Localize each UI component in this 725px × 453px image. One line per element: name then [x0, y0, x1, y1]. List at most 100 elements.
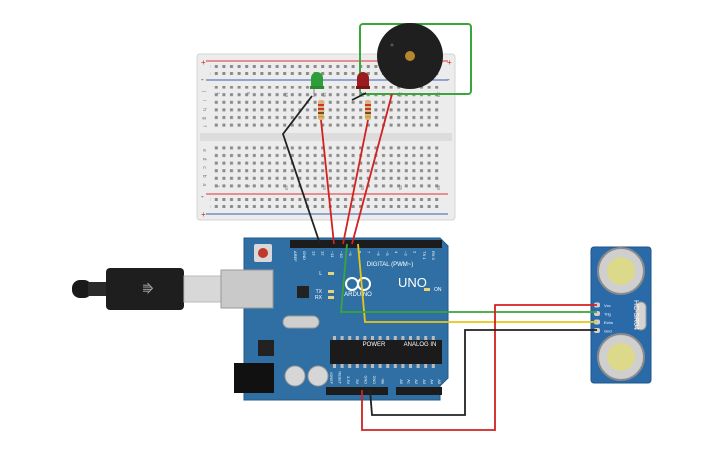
digital-header	[290, 240, 442, 248]
usb-symbol-icon: ⭆	[143, 282, 154, 296]
wire-gnd-sensor	[369, 329, 597, 416]
led-rx	[328, 296, 334, 299]
digital-pin-label: 8	[357, 251, 362, 254]
chip-pin	[348, 364, 352, 368]
chip-pin	[424, 336, 428, 340]
analog-header	[396, 387, 442, 395]
wire-echo	[357, 243, 597, 323]
digital-pin-label: ~3	[403, 251, 408, 256]
analog-label: ANALOG IN	[404, 342, 437, 348]
power-pin-label: Vin	[381, 379, 385, 384]
resistor-2-band	[365, 112, 371, 114]
column-number: 10	[284, 185, 289, 191]
analog-pin-label: A3	[422, 379, 426, 384]
arduino-uno: DIGITAL (PWM~) UNO ARDUINO POWER ANALOG …	[220, 237, 449, 401]
red-led-rim	[356, 86, 370, 89]
chip-pin	[348, 336, 352, 340]
wire-buzzer-gnd	[351, 92, 367, 101]
arduino-logo-icon	[345, 277, 371, 291]
sensor-crystal	[635, 301, 647, 331]
usb-cable-strain	[88, 282, 108, 296]
row-letter: h	[201, 108, 207, 111]
column-number: 10	[284, 92, 289, 98]
atmega-chip	[330, 340, 442, 364]
digital-pin-label: 13	[311, 251, 316, 256]
led-label-tx: TX	[316, 289, 323, 295]
rail-minus-left-bottom: -	[201, 192, 204, 201]
analog-pin-label: A5	[437, 379, 441, 384]
row-letter: j	[201, 90, 207, 92]
digital-pin-label: TX 1	[422, 251, 427, 260]
led-label-on: ON	[434, 287, 442, 293]
chip-pin	[401, 336, 405, 340]
green-led-body	[311, 72, 323, 86]
chip-pin	[371, 364, 374, 368]
row-letter: e	[201, 149, 207, 152]
wires	[281, 92, 597, 431]
buzzer-vent	[390, 43, 394, 47]
brand-label: ARDUINO	[344, 292, 372, 298]
column-number: 15	[322, 185, 327, 191]
usb-plug-body	[106, 268, 184, 310]
analog-pin-label: A4	[429, 379, 433, 384]
usb-cable-end	[72, 280, 92, 298]
wire-trig	[340, 243, 597, 313]
power-pin-label: GND	[372, 376, 376, 385]
chip-pin	[378, 364, 382, 368]
rail-plus-left-bottom: +	[201, 210, 206, 219]
board-name: UNO	[398, 275, 427, 290]
chip-pin	[431, 364, 435, 368]
usb-cable: ⭆	[72, 268, 223, 310]
resistor-2-band	[365, 108, 371, 110]
chip-pin	[340, 336, 344, 340]
power-pin-label: GND	[363, 376, 367, 385]
resistor-2	[365, 100, 371, 120]
power-pin-label: 5V	[355, 379, 359, 384]
resistor-1-band	[318, 108, 324, 110]
sensor-pin-label: Vcc	[604, 303, 611, 308]
chip-pin	[378, 336, 382, 340]
rail-plus-right: +	[447, 58, 452, 67]
voltage-regulator	[258, 340, 274, 356]
digital-pin-label: ~10	[339, 251, 344, 259]
power-label: POWER	[363, 342, 386, 348]
chip-pin	[424, 364, 428, 368]
bottom-rail-holes	[210, 197, 442, 212]
digital-pin-label: ~5	[385, 251, 390, 256]
chip-pin	[409, 364, 412, 368]
wire-gnd-led	[281, 95, 321, 245]
column-number: 15	[322, 92, 327, 98]
sensor-pin-label: Trig	[604, 312, 611, 317]
digital-pin-label: ~6	[376, 251, 381, 256]
digital-pin-label: ~11	[330, 251, 335, 258]
column-number: 30	[436, 185, 441, 191]
digital-pin-label: 12	[321, 251, 326, 256]
wire-buzzer-pin	[351, 93, 393, 245]
chip-pin	[355, 364, 359, 368]
led-l	[328, 272, 334, 275]
green-led	[310, 72, 324, 97]
chip-pins	[333, 336, 435, 368]
usb-jack	[220, 269, 274, 309]
column-number: 1	[216, 185, 221, 188]
wire-green-led-pin	[320, 119, 335, 245]
chip-pin	[386, 364, 390, 368]
column-number: 25	[398, 185, 403, 191]
sensor-transducer-mesh-bottom	[607, 343, 635, 371]
resistor-1-band	[318, 104, 324, 106]
rail-minus-right: -	[447, 75, 450, 84]
chip-pin	[416, 364, 420, 368]
row-letter: d	[201, 158, 207, 161]
power-header	[326, 387, 388, 395]
red-led-body	[357, 72, 369, 86]
digital-label: DIGITAL (PWM~)	[367, 262, 414, 268]
row-letter: i	[201, 100, 207, 101]
digital-pin-label: RX 0	[431, 251, 436, 261]
column-number: 1	[216, 92, 221, 95]
row-letter: f	[201, 125, 207, 127]
row-letter: b	[201, 175, 207, 178]
small-chip	[297, 286, 309, 298]
